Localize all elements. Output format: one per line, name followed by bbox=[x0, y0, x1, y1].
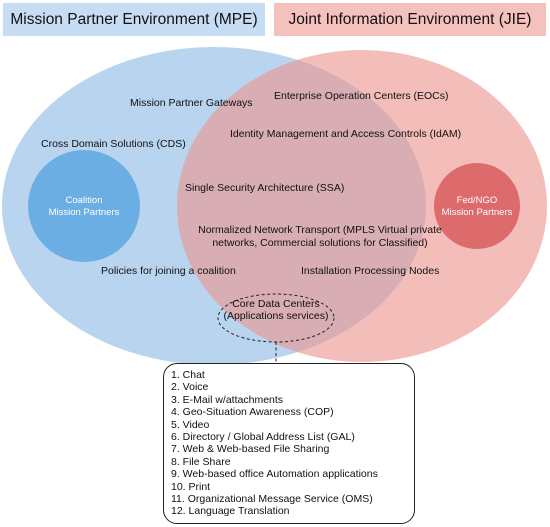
coalition-line-2: Mission Partners bbox=[48, 207, 120, 218]
nnt-line-1: Normalized Network Transport (MPLS Virtu… bbox=[198, 224, 442, 236]
service-item: 9. Web-based office Automation applicati… bbox=[171, 468, 378, 481]
label-normalized-network-transport: Normalized Network Transport (MPLS Virtu… bbox=[195, 224, 445, 250]
service-item: 11. Organizational Message Service (OMS) bbox=[171, 493, 373, 506]
service-item: 6. Directory / Global Address List (GAL) bbox=[171, 431, 355, 444]
label-ssa: Single Security Architecture (SSA) bbox=[185, 182, 345, 194]
label-policies: Policies for joining a coalition bbox=[101, 265, 236, 277]
coalition-mission-partners-label: Coalition Mission Partners bbox=[34, 195, 134, 219]
services-list-box: 1. Chat 2. Voice 3. E-Mail w/attachments… bbox=[163, 363, 415, 524]
label-ipn: Installation Processing Nodes bbox=[301, 265, 440, 277]
service-item: 5. Video bbox=[171, 418, 210, 431]
service-item: 12. Language Translation bbox=[171, 505, 290, 518]
label-idam: Identity Management and Access Controls … bbox=[230, 128, 462, 140]
service-item: 7. Web & Web-based File Sharing bbox=[171, 443, 330, 456]
service-item: 1. Chat bbox=[171, 369, 205, 381]
fed-ngo-mission-partners-label: Fed/NGO Mission Partners bbox=[432, 195, 522, 219]
service-item: 8. File Share bbox=[171, 455, 231, 468]
fed-line-2: Mission Partners bbox=[441, 207, 513, 218]
services-list: 1. Chat 2. Voice 3. E-Mail w/attachments… bbox=[164, 364, 414, 518]
service-item: 4. Geo-Situation Awareness (COP) bbox=[171, 406, 334, 419]
coalition-line-1: Coalition bbox=[65, 195, 103, 206]
jie-header: Joint Information Environment (JIE) bbox=[274, 3, 546, 36]
service-item: 2. Voice bbox=[171, 381, 209, 394]
jie-ellipse bbox=[177, 50, 547, 362]
coalition-circle bbox=[28, 150, 140, 262]
service-item: 3. E-Mail w/attachments bbox=[171, 393, 284, 406]
label-eoc: Enterprise Operation Centers (EOCs) bbox=[274, 90, 449, 102]
label-cds: Cross Domain Solutions (CDS) bbox=[41, 138, 186, 150]
fed-circle bbox=[434, 163, 520, 249]
cdc-line-2: (Applications services) bbox=[223, 310, 329, 322]
label-mission-partner-gateways: Mission Partner Gateways bbox=[130, 97, 253, 109]
nnt-line-2: networks, Commercial solutions for Class… bbox=[212, 237, 428, 249]
cdc-line-1: Core Data Centers bbox=[232, 298, 320, 310]
service-item: 10. Print bbox=[171, 480, 211, 493]
mpe-header: Mission Partner Environment (MPE) bbox=[3, 3, 265, 36]
label-core-data-centers: Core Data Centers (Applications services… bbox=[211, 298, 341, 322]
fed-line-1: Fed/NGO bbox=[456, 195, 498, 206]
